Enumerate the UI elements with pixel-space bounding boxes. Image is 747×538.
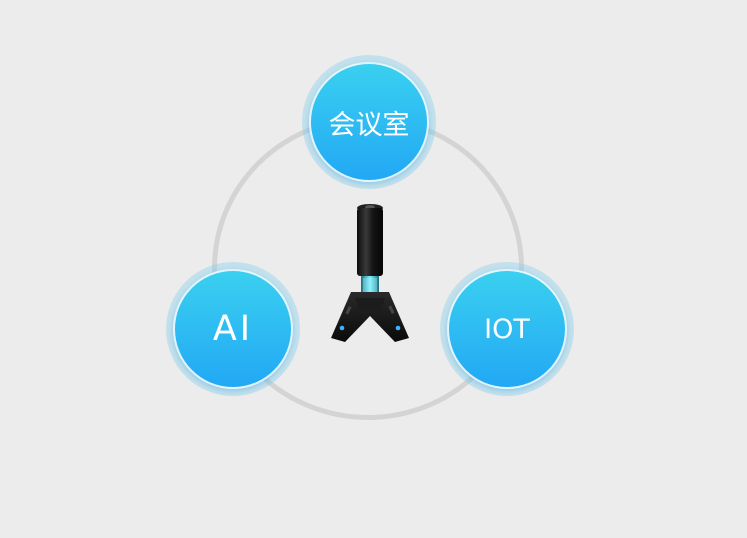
ai-label: AI — [212, 309, 254, 349]
iot-node[interactable]: IOT — [440, 262, 574, 396]
meeting-room-label: 会议室 — [328, 109, 410, 141]
conference-camera-device-icon — [331, 204, 409, 342]
iot-circle: IOT — [447, 269, 567, 389]
meeting-room-node[interactable]: 会议室 — [302, 55, 436, 189]
meeting-room-circle: 会议室 — [309, 62, 429, 182]
ai-node[interactable]: AI — [166, 262, 300, 396]
iot-label: IOT — [484, 313, 530, 345]
ai-circle: AI — [173, 269, 293, 389]
